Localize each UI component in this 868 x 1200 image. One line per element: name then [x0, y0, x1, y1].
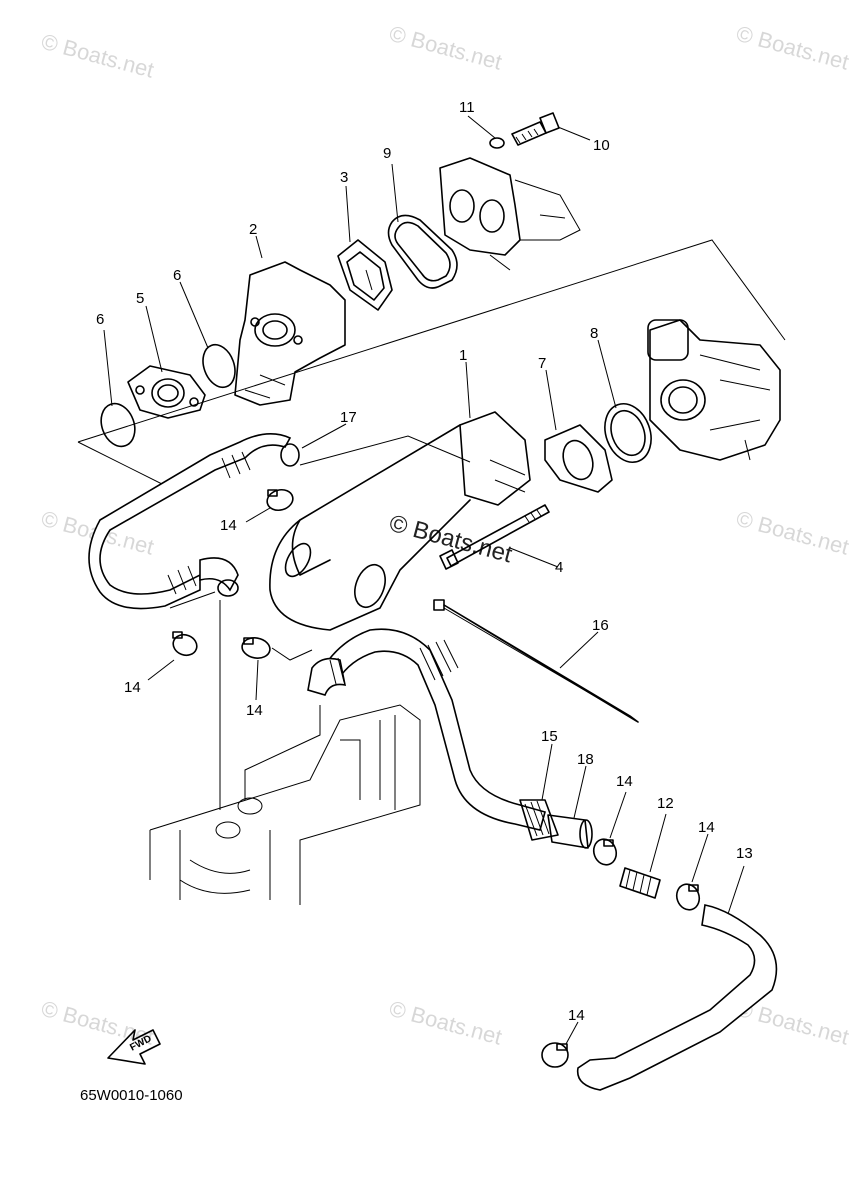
- clip-part-14-e: [675, 883, 701, 911]
- cable-tie-part-16: [433, 599, 639, 723]
- elbow-middle: [307, 657, 347, 696]
- callout-4: 4: [555, 559, 563, 576]
- clip-part-14-f: [541, 1042, 569, 1068]
- gasket-part-3: [337, 239, 393, 311]
- engine-block-lower: [149, 704, 421, 905]
- callout-12: 12: [657, 795, 674, 812]
- watermark: © Boats.net: [734, 21, 852, 75]
- callout-6: 6: [96, 311, 104, 328]
- carburetor-flange: [439, 157, 581, 271]
- hose-middle-ribs: [419, 639, 459, 681]
- callouts: 11 10 9 3 2 6 5 6 1 7 8 17 14 4 16 14 14…: [96, 99, 753, 1024]
- fitting-part-5: [127, 365, 206, 419]
- callout-14: 14: [616, 773, 633, 790]
- watermark: © Boats.net: [387, 996, 505, 1050]
- hose-part-13: [576, 904, 778, 1091]
- callout-13: 13: [736, 845, 753, 862]
- carburetor-body: [647, 319, 781, 461]
- callout-14: 14: [568, 1007, 585, 1024]
- callout-17: 17: [340, 409, 357, 426]
- joint-part-15: [519, 799, 559, 841]
- callout-7: 7: [538, 355, 546, 372]
- insulator-part-2: [234, 261, 346, 406]
- diagram-code: 65W0010-1060: [80, 1087, 183, 1104]
- silencer-part-1: [269, 411, 531, 631]
- callout-14: 14: [124, 679, 141, 696]
- joint-part-12: [619, 867, 661, 899]
- elbow-end: [217, 579, 239, 597]
- watermark: © Boats.net: [387, 21, 505, 75]
- callout-2: 2: [249, 221, 257, 238]
- callout-3: 3: [340, 169, 348, 186]
- callout-15: 15: [541, 728, 558, 745]
- callout-16: 16: [592, 617, 609, 634]
- clip-part-14-a: [266, 488, 294, 512]
- callout-5: 5: [136, 290, 144, 307]
- callout-1: 1: [459, 347, 467, 364]
- bolt-part-10: [511, 112, 560, 146]
- clip-part-14-c: [241, 637, 271, 659]
- grommet-part-17: [280, 443, 300, 467]
- mounting-plane-outline: [77, 239, 786, 489]
- bolt-part-4: [439, 504, 550, 570]
- watermark: © Boats.net: [734, 506, 852, 560]
- callout-14: 14: [246, 702, 263, 719]
- clip-part-14-b: [172, 631, 198, 657]
- callout-6: 6: [173, 267, 181, 284]
- bracket-part-7: [544, 424, 613, 493]
- callout-11: 11: [459, 99, 475, 116]
- o-ring-part-6-lower: [100, 402, 136, 448]
- callout-14: 14: [220, 517, 237, 534]
- gasket-part-9: [387, 214, 458, 289]
- ring-part-8: [604, 403, 652, 463]
- washer-part-11: [489, 137, 505, 149]
- clip-part-14-d: [592, 838, 618, 866]
- hose-upper-left-ribs: [167, 451, 251, 595]
- leader-lines: [103, 115, 745, 1045]
- callout-9: 9: [383, 145, 391, 162]
- watermark: © Boats.net: [39, 29, 157, 83]
- pipe-part-18: [547, 814, 593, 849]
- callout-8: 8: [590, 325, 598, 342]
- hose-upper-left: [88, 433, 292, 610]
- elbow-upper: [199, 557, 239, 592]
- callout-18: 18: [577, 751, 594, 768]
- o-ring-part-6-upper: [202, 343, 236, 389]
- callout-10: 10: [593, 137, 610, 154]
- callout-14: 14: [698, 819, 715, 836]
